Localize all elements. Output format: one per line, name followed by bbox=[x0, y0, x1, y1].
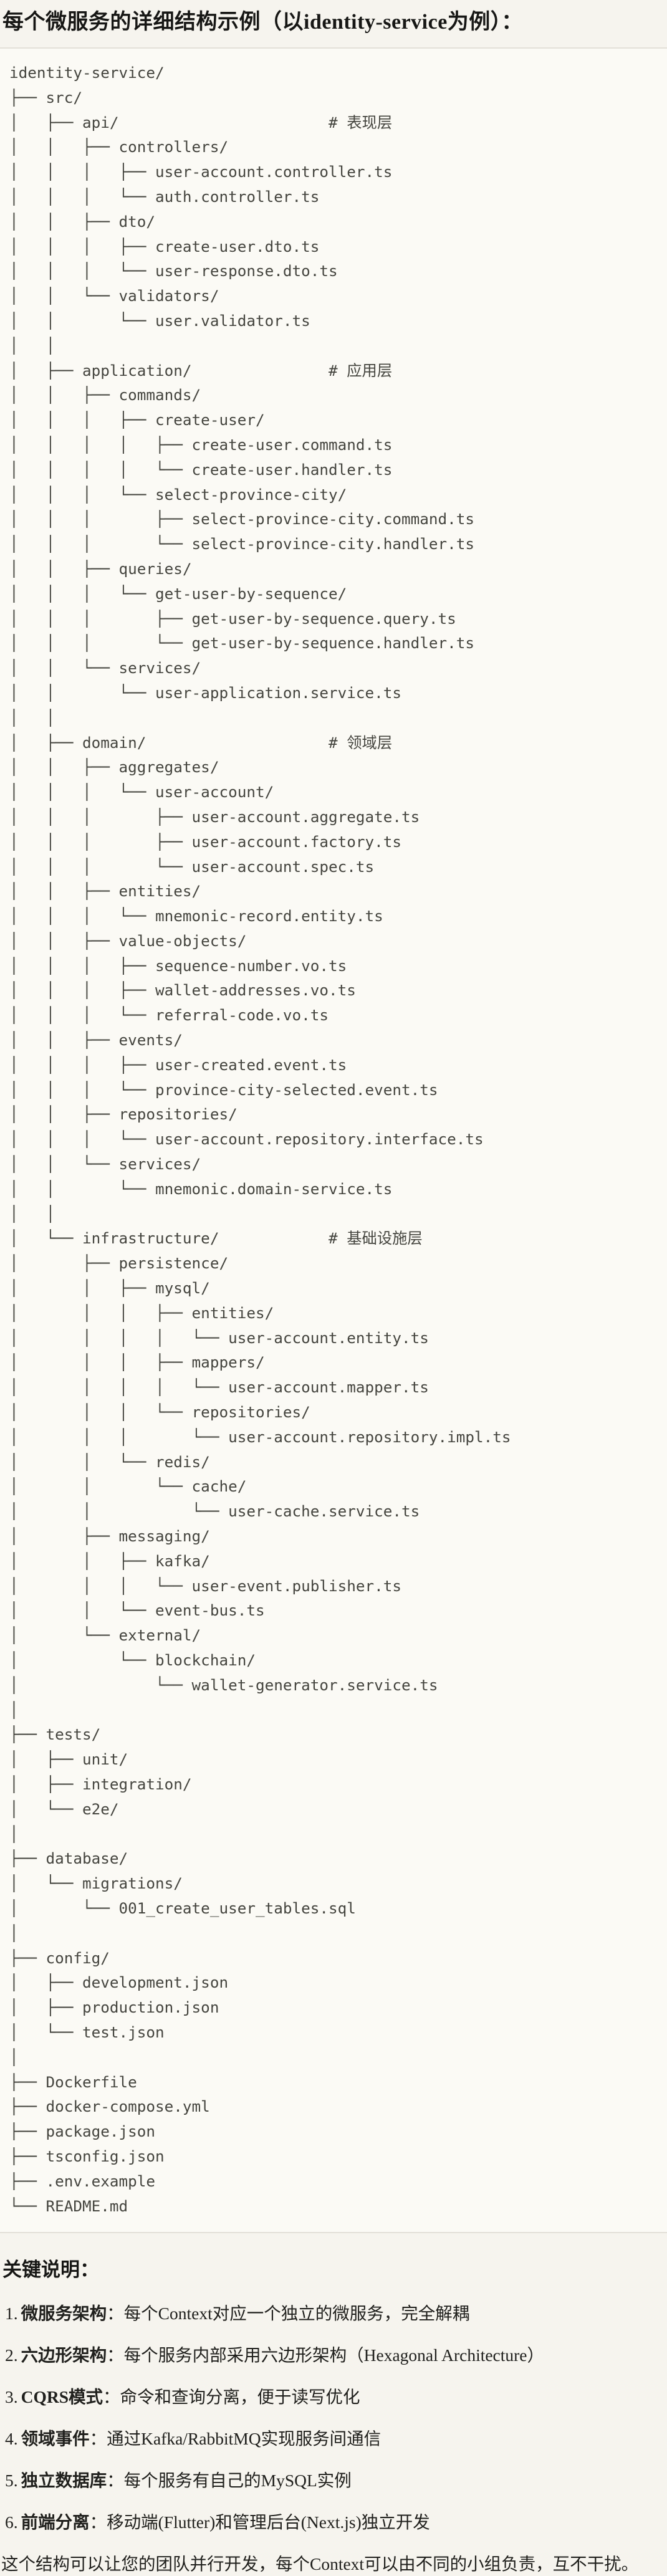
list-item: 3.CQRS模式：命令和查询分离，便于读写优化 bbox=[5, 2385, 665, 2409]
list-item-number: 1. bbox=[5, 2304, 18, 2324]
list-item-text: ：每个服务内部采用六边形架构（Hexagonal Architecture） bbox=[107, 2345, 545, 2365]
list-item-number: 4. bbox=[5, 2429, 18, 2449]
list-item-number: 5. bbox=[5, 2471, 18, 2491]
list-item-number: 3. bbox=[5, 2387, 18, 2407]
list-item-term: 独立数据库 bbox=[21, 2471, 107, 2491]
page-title: 每个微服务的详细结构示例（以identity-service为例）： bbox=[2, 11, 523, 34]
notes-heading: 关键说明： bbox=[2, 2259, 99, 2281]
list-item-text: ：每个服务有自己的MySQL实例 bbox=[107, 2471, 352, 2491]
list-item-number: 2. bbox=[5, 2345, 18, 2365]
list-item: 2.六边形架构：每个服务内部采用六边形架构（Hexagonal Architec… bbox=[5, 2344, 665, 2367]
list-item: 5.独立数据库：每个服务有自己的MySQL实例 bbox=[5, 2469, 665, 2492]
code-block: identity-service/ ├── src/ │ ├── api/ # … bbox=[0, 47, 667, 2234]
list-item-term: CQRS模式 bbox=[21, 2387, 103, 2407]
file-tree-text: identity-service/ ├── src/ │ ├── api/ # … bbox=[9, 64, 511, 2215]
notes-list: 1.微服务架构：每个Context对应一个独立的微服务，完全解耦 2.六边形架构… bbox=[0, 2302, 667, 2534]
list-item: 6.前端分离：移动端(Flutter)和管理后台(Next.js)独立开发 bbox=[5, 2511, 665, 2534]
list-item-term: 六边形架构 bbox=[21, 2345, 107, 2365]
list-item-term: 领域事件 bbox=[21, 2429, 90, 2449]
list-item-text: ：每个Context对应一个独立的微服务，完全解耦 bbox=[107, 2304, 470, 2324]
list-item: 4.领域事件：通过Kafka/RabbitMQ实现服务间通信 bbox=[5, 2427, 665, 2451]
list-item-text: ：命令和查询分离，便于读写优化 bbox=[103, 2387, 360, 2407]
list-item-text: ：通过Kafka/RabbitMQ实现服务间通信 bbox=[89, 2429, 381, 2449]
list-item: 1.微服务架构：每个Context对应一个独立的微服务，完全解耦 bbox=[5, 2302, 665, 2325]
list-item-term: 微服务架构 bbox=[21, 2304, 107, 2324]
list-item-text: ：移动端(Flutter)和管理后台(Next.js)独立开发 bbox=[89, 2512, 430, 2532]
list-item-number: 6. bbox=[5, 2512, 18, 2532]
closing-paragraph: 这个结构可以让您的团队并行开发，每个Context可以由不同的小组负责，互不干扰… bbox=[1, 2554, 639, 2574]
list-item-term: 前端分离 bbox=[21, 2512, 90, 2532]
